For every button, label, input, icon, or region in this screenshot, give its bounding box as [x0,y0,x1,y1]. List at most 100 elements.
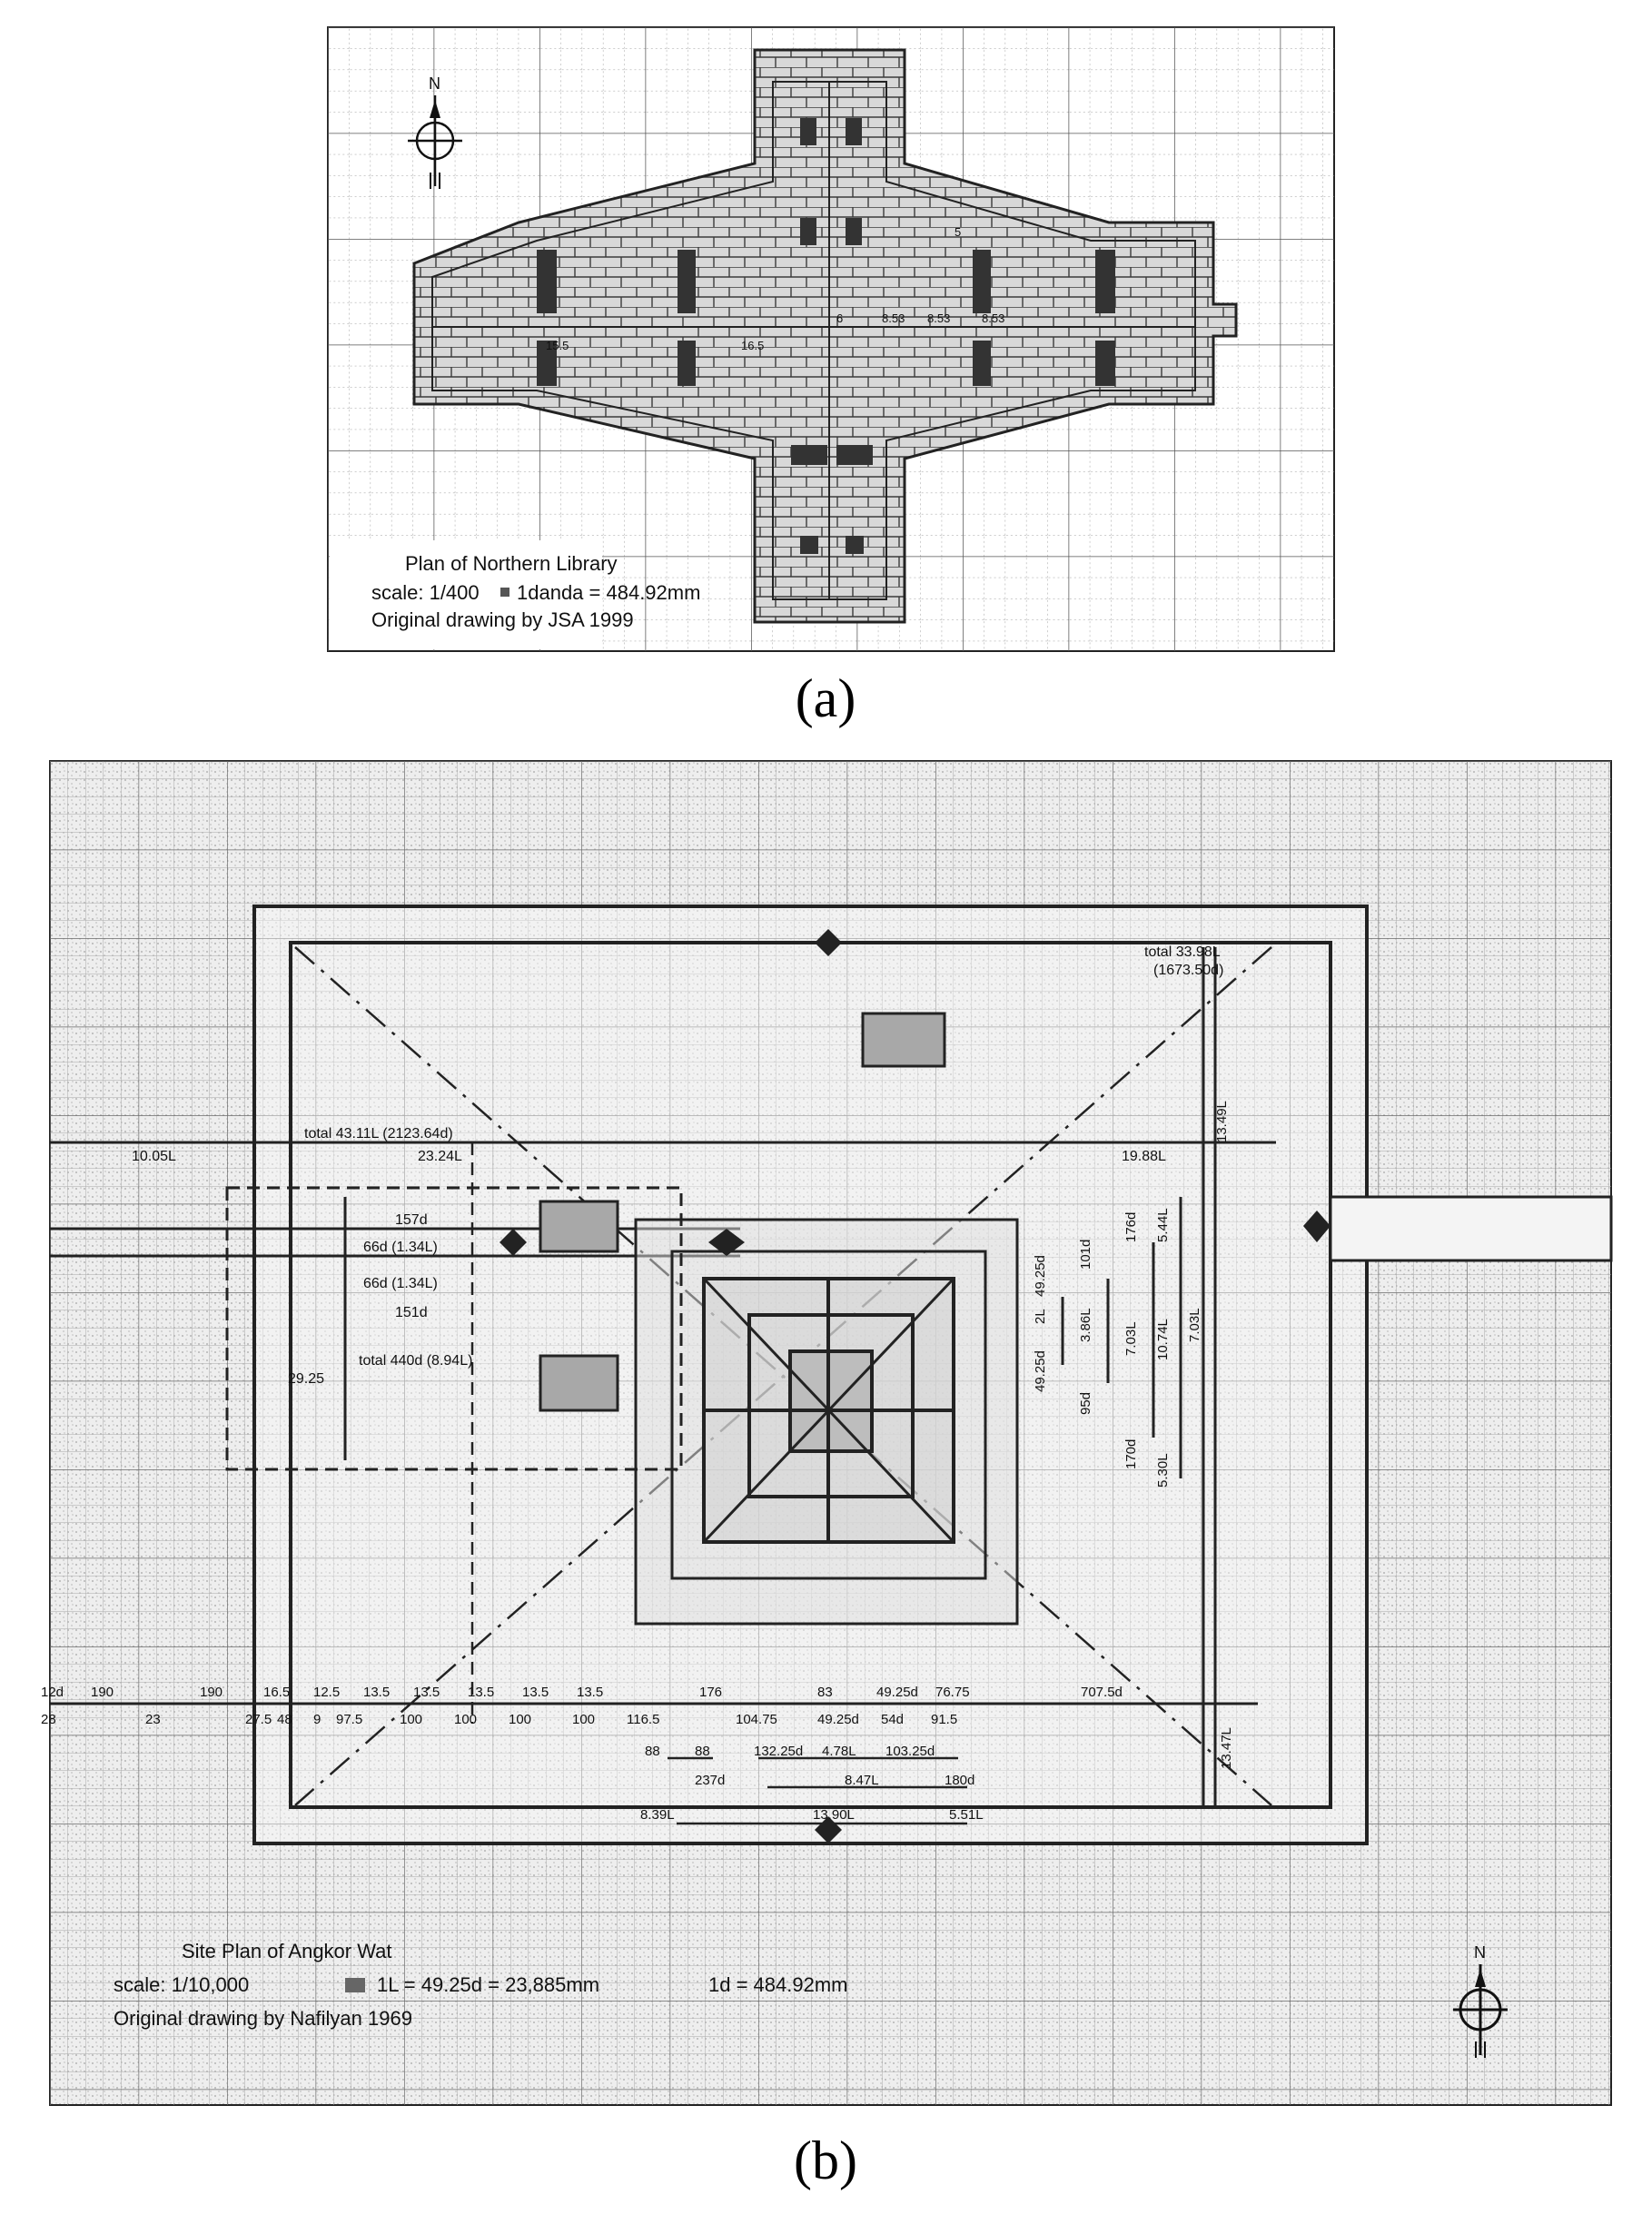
panel-a-legend: Plan of Northern Library scale: 1/400 1d… [330,540,700,649]
dimension-label: 176d [1123,1212,1139,1242]
dimension-label: 97.5 [336,1712,362,1727]
north-label: N [1474,1943,1486,1962]
dimension-label: 6 [836,311,843,325]
dimension-label: 13.5 [522,1685,549,1700]
plan-title: Plan of Northern Library [405,552,618,575]
dimension-label: 66d (1.34L) [363,1240,438,1255]
pavilion-northeast [861,1012,946,1068]
dimension-label: 151d [395,1305,428,1320]
dimension-label: 132.25d [754,1744,803,1759]
dimension-label: 29.25 [288,1371,324,1387]
panel-b-legend: Site Plan of Angkor Wat scale: 1/10,000 … [114,1940,847,2030]
total-label: total 440d (8.94L) [359,1353,472,1369]
dimension-label: 49.25d [1033,1255,1048,1297]
dimension-label: 83 [817,1685,833,1700]
northern-library-plan: 6 8.53 8.53 8.53 16.5 15.5 5 N Plan of N… [327,26,1335,652]
dimension-label: 8.53 [982,311,1004,325]
dimension-label: 116.5 [627,1712,659,1727]
dimension-label: 54d [881,1712,904,1727]
library-south [539,1354,619,1412]
dimension-label: 9 [313,1712,321,1727]
dimension-label: 170d [1123,1439,1139,1469]
dimension-label: 8.53 [927,311,950,325]
dimension-label: 3.86L [1078,1308,1093,1342]
plan-scale: scale: 1/10,000 [114,1973,249,1996]
central-temple [634,1218,1019,1626]
total-label: total 43.11L (2123.64d) [304,1126,453,1142]
dimension-label: 49.25d [876,1685,918,1700]
dimension-label: 28 [41,1712,56,1727]
dimension-label: 13.5 [363,1685,390,1700]
dimension-label: 49.25d [817,1712,859,1727]
dimension-label: 100 [454,1712,477,1727]
dimension-label: 12.5 [313,1685,340,1700]
western-dashed-enclosure [225,1186,683,1471]
dimension-label: 66d (1.34L) [363,1276,438,1291]
north-label: N [429,74,440,93]
dimension-label: 16.5 [263,1685,290,1700]
unit-definition: 1L = 49.25d = 23,885mm [377,1973,599,1996]
dimension-label: 8.47L [845,1773,879,1788]
dimension-label: 104.75 [736,1712,777,1727]
angkor-wat-drawing: total 33.98L (1673.50d) total 43.11L (21… [41,760,1613,2106]
east-causeway [1329,1195,1613,1262]
dimension-label: 91.5 [931,1712,957,1727]
dimension-label: 103.25d [885,1744,935,1759]
dimension-label: 27.5 [245,1712,272,1727]
dimension-label: 100 [400,1712,422,1727]
scale-swatch-icon [500,588,509,597]
dimension-label: 101d [1078,1240,1093,1270]
unit-definition: 1danda = 484.92mm [517,581,700,604]
dimension-label: 15.5 [546,339,569,352]
dimension-label: 13.5 [468,1685,494,1700]
dimension-label: 8.39L [640,1807,675,1823]
dimension-label: 176 [699,1685,722,1700]
dimension-label: 13.49L [1214,1101,1230,1142]
dimension-label: 237d [695,1773,725,1788]
dimension-row-5: 8.39L 13.90L 5.51L [640,1807,984,1823]
dimension-label: 7.03L [1123,1321,1139,1356]
dimension-label: 5 [955,225,961,239]
dimension-label: 13.5 [413,1685,440,1700]
dimension-label: 49.25d [1033,1350,1048,1392]
plan-credit: Original drawing by JSA 1999 [371,608,634,631]
dimension-label: 23.24L [418,1149,462,1164]
dimension-label: 23 [145,1712,161,1727]
dimension-label: 16.5 [741,339,764,352]
dimension-label: 76.75 [935,1685,970,1700]
unit-definition: 1d = 484.92mm [708,1973,847,1996]
dimension-label: 12d [41,1685,64,1700]
panel-a-caption: (a) [795,668,856,728]
dimension-label: 13.47L [1219,1727,1234,1769]
dimension-label: 95d [1078,1392,1093,1415]
angkor-wat-site-plan: total 33.98L (1673.50d) total 43.11L (21… [41,760,1613,2106]
dimension-label: 7.03L [1187,1308,1202,1342]
dimension-label: 13.90L [813,1807,855,1823]
dimension-label: 4.78L [822,1744,856,1759]
dimension-label: 190 [91,1685,114,1700]
north-arrow-icon [408,95,462,189]
dimension-label: 5.51L [949,1807,984,1823]
dimension-row-4: 237d 8.47L 180d [695,1773,974,1788]
panel-b-caption: (b) [794,2130,857,2190]
dimension-label: 48 [277,1712,292,1727]
dimension-label: 19.88L [1122,1149,1166,1164]
dimension-label: 10.05L [132,1149,176,1164]
north-arrow-icon [1453,1964,1508,2058]
plan-credit: Original drawing by Nafilyan 1969 [114,2007,412,2030]
dimension-label: 8.53 [882,311,905,325]
dimension-label: 88 [645,1744,660,1759]
plan-scale: scale: 1/400 [371,581,480,604]
dimension-label: 190 [200,1685,223,1700]
total-label: total 33.98L [1144,944,1221,960]
dimension-label: 10.74L [1155,1319,1171,1360]
dimension-label: 2L [1033,1309,1048,1324]
dimension-label: 100 [509,1712,531,1727]
northern-library-drawing: 6 8.53 8.53 8.53 16.5 15.5 5 N Plan of N… [327,26,1335,652]
total-label: (1673.50d) [1153,963,1223,978]
dimension-label: 180d [945,1773,974,1788]
dimension-label: 5.44L [1155,1208,1171,1242]
scale-swatch-icon [345,1978,365,1992]
